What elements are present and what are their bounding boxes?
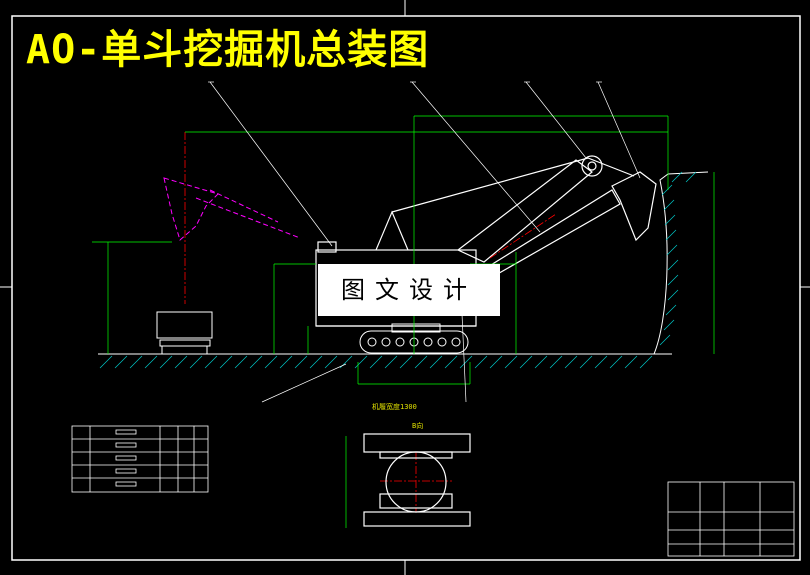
leader-lines [208,81,641,403]
working-face [653,171,709,355]
track-width-note: 机履宽度1300 [372,403,417,411]
front-view [363,433,471,527]
drawing-title: AO-单斗挖掘机总装图 [26,27,430,73]
ground-line [98,353,672,369]
title-block [667,481,795,557]
front-view-note: B向 [412,422,424,430]
dump-truck [156,311,214,355]
centerlines [184,132,557,512]
watermark-label: 图文设计 [318,264,500,316]
boom [456,155,603,263]
dipper-stick [485,157,657,277]
bucket-alt-position [163,177,301,241]
parts-table [71,425,209,493]
